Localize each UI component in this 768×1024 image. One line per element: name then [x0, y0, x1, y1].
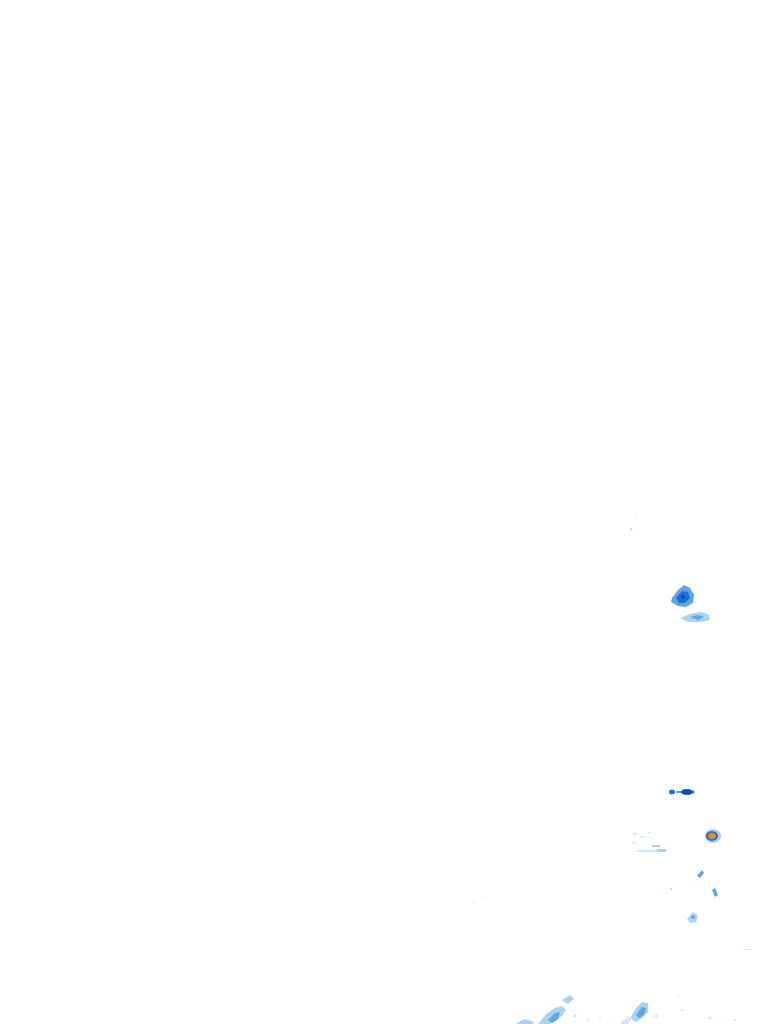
- echo-cell-upper: [671, 585, 694, 607]
- echo-cluster-bottom-left: [516, 995, 601, 1024]
- echo-band-middle: [669, 789, 695, 795]
- echo-speck-top: [630, 516, 638, 530]
- echo-cell-upper-tail: [680, 612, 710, 622]
- echo-cell-intense: [705, 829, 721, 843]
- echo-cluster-bottom-right: [620, 995, 736, 1024]
- echo-scatter-right: [670, 870, 752, 950]
- echo-scatter-left: [473, 832, 666, 903]
